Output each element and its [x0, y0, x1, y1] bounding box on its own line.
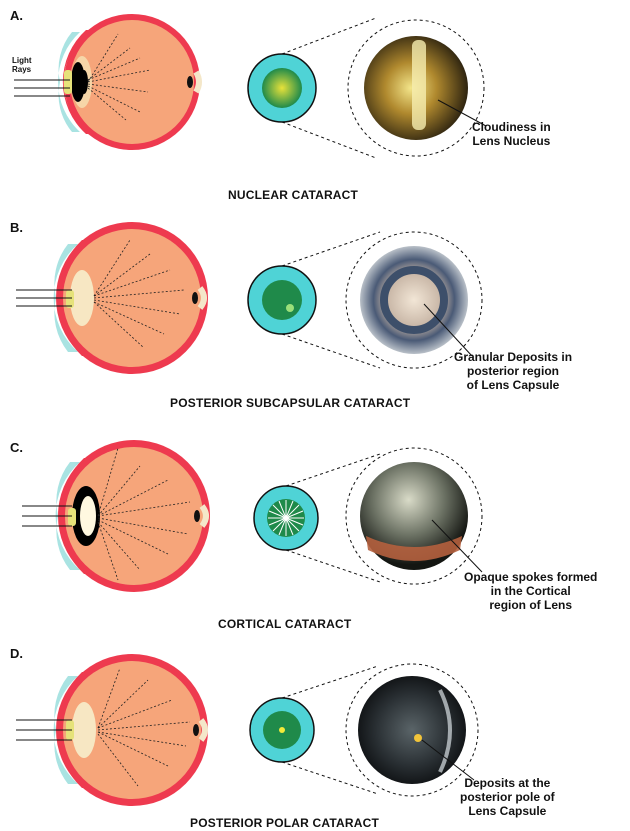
lens-diagram — [248, 266, 316, 334]
callout-line: Lens Nucleus — [472, 134, 551, 148]
panel-b: B. — [0, 210, 630, 410]
callout-line: in the Cortical — [464, 584, 597, 598]
callout-line: Opaque spokes formed — [464, 570, 597, 584]
callout-line: of Lens Capsule — [454, 378, 572, 392]
panel-c: C. — [0, 430, 630, 630]
panel-title: NUCLEAR CATARACT — [228, 188, 358, 202]
callout-line: posterior pole of — [460, 790, 555, 804]
photo-polar — [358, 676, 474, 784]
eye-cross-section — [54, 222, 208, 374]
lens-diagram — [250, 698, 314, 762]
lens-diagram — [248, 54, 316, 122]
light-ray-lines — [14, 80, 70, 96]
panel-title: CORTICAL CATARACT — [218, 617, 351, 631]
panel-title: POSTERIOR SUBCAPSULAR CATARACT — [170, 396, 410, 410]
callout-line: posterior region — [454, 364, 572, 378]
photo-subcapsular — [360, 246, 472, 356]
lens-diagram — [254, 486, 318, 550]
photo-cortical — [360, 462, 482, 572]
callout-label: Deposits at the posterior pole of Lens C… — [460, 776, 555, 818]
eye-cross-section — [54, 654, 208, 806]
callout-line: Granular Deposits in — [454, 350, 572, 364]
photo-nuclear — [364, 36, 486, 140]
eye-cross-section — [58, 14, 200, 150]
panel-title: POSTERIOR POLAR CATARACT — [190, 816, 379, 830]
panel-a-illustration — [0, 0, 630, 205]
callout-line: Deposits at the — [460, 776, 555, 790]
callout-label: Granular Deposits in posterior region of… — [454, 350, 572, 392]
callout-line: Cloudiness in — [472, 120, 551, 134]
callout-line: Lens Capsule — [460, 804, 555, 818]
panel-d: D. — [0, 640, 630, 831]
callout-label: Cloudiness in Lens Nucleus — [472, 120, 551, 148]
eye-cross-section — [56, 440, 210, 592]
callout-label: Opaque spokes formed in the Cortical reg… — [464, 570, 597, 612]
callout-line: region of Lens — [464, 598, 597, 612]
panel-a: A. Light Rays — [0, 0, 630, 205]
